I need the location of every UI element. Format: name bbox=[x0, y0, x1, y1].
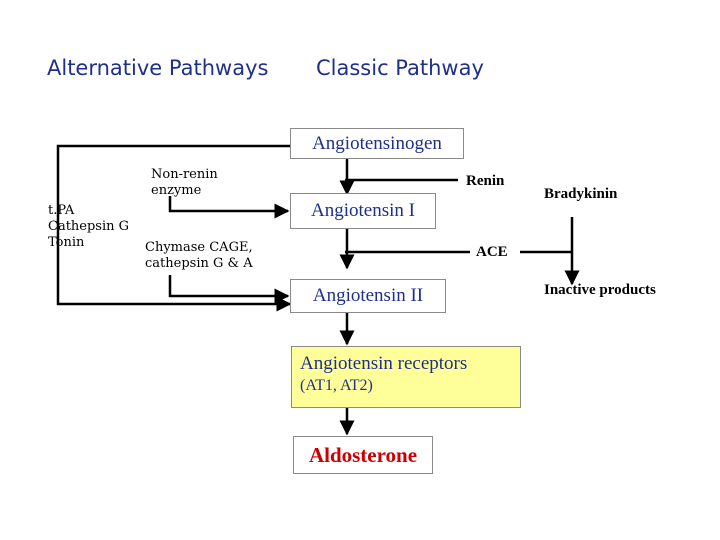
alt-enzyme-tonin: Tonin bbox=[48, 235, 85, 250]
aldosterone-label: Aldosterone bbox=[308, 443, 418, 467]
angiotensin-i-box: Angiotensin I bbox=[290, 193, 436, 229]
renin-label: Renin bbox=[466, 173, 505, 189]
ace-label: ACE bbox=[476, 244, 508, 260]
non-renin-line1: Non-renin bbox=[151, 167, 218, 182]
inactive-products-label: Inactive products bbox=[544, 282, 656, 298]
ace-label-box: ACE bbox=[470, 239, 520, 265]
receptors-subtypes: (AT1, AT2) bbox=[300, 377, 373, 394]
angiotensin-ii-label: Angiotensin II bbox=[312, 285, 424, 306]
angiotensinogen-box: Angiotensinogen bbox=[290, 128, 464, 159]
bradykinin-label: Bradykinin bbox=[544, 186, 618, 202]
alt-enzyme-list: t.PA Cathepsin G Tonin bbox=[48, 203, 129, 251]
non-renin-enzyme-label: Non-renin enzyme bbox=[151, 167, 218, 199]
classic-pathway-heading: Classic Pathway bbox=[316, 56, 484, 80]
chymase-line2: cathepsin G & A bbox=[145, 256, 253, 271]
chymase-line1: Chymase CAGE, bbox=[145, 240, 253, 255]
alt-outer-line bbox=[56, 144, 292, 312]
non-renin-line2: enzyme bbox=[151, 183, 202, 198]
renin-label-box: Renin bbox=[458, 168, 520, 194]
non-renin-line bbox=[168, 196, 290, 219]
angiotensin-i-label: Angiotensin I bbox=[311, 200, 415, 221]
alternative-pathways-heading: Alternative Pathways bbox=[47, 56, 269, 80]
aldosterone-box: Aldosterone bbox=[293, 436, 433, 474]
chymase-label: Chymase CAGE, cathepsin G & A bbox=[145, 240, 253, 272]
angiotensin-ii-box: Angiotensin II bbox=[290, 279, 446, 313]
chymase-line bbox=[168, 275, 290, 304]
receptors-label: Angiotensin receptors bbox=[300, 353, 468, 374]
alt-enzyme-cathepsin-g: Cathepsin G bbox=[48, 219, 130, 234]
angiotensinogen-label: Angiotensinogen bbox=[312, 133, 442, 154]
alt-enzyme-tpa: t.PA bbox=[48, 203, 75, 218]
angiotensin-receptors-box: Angiotensin receptors (AT1, AT2) bbox=[291, 346, 521, 408]
